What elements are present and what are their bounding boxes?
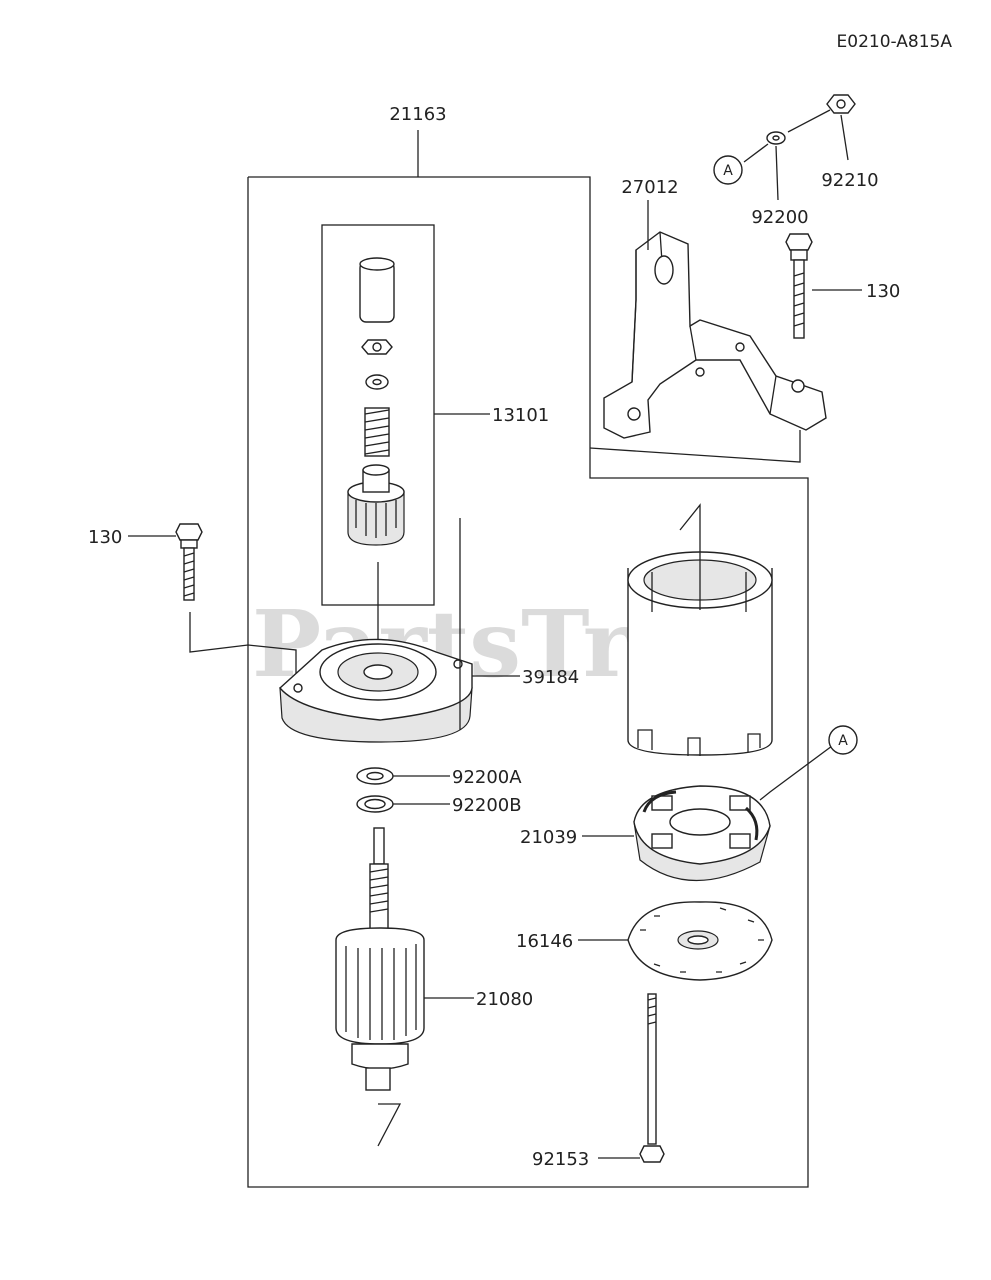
pinion-nut [361, 339, 393, 355]
callout-a-bottom-letter: A [838, 733, 848, 749]
mounting-bracket-27012 [589, 200, 827, 463]
pinion-washer [365, 374, 389, 390]
assembly-outline-21163 [247, 130, 809, 1188]
pinion-spring [364, 407, 390, 457]
label-92153: 92153 [532, 1149, 589, 1170]
nut-92210 [826, 94, 856, 161]
callout-a-top-letter: A [723, 163, 733, 179]
yoke-housing [459, 503, 773, 756]
label-92200B: 92200B [452, 795, 522, 816]
label-39184: 39184 [522, 667, 579, 688]
callout-a-bottom: A [828, 725, 858, 755]
label-21039: 21039 [520, 827, 577, 848]
washer-92200B [356, 795, 450, 813]
through-bolt-92153 [598, 993, 665, 1163]
pinion-gear [347, 464, 405, 546]
label-16146: 16146 [516, 931, 573, 952]
pinion-cap [359, 257, 395, 323]
label-92200A: 92200A [452, 767, 522, 788]
label-13101: 13101 [492, 405, 549, 426]
washer-92200 [743, 109, 831, 201]
label-130-right: 130 [866, 281, 900, 302]
label-21163: 21163 [389, 104, 446, 125]
brush-holder-21039 [582, 745, 833, 882]
subassembly-box-13101 [321, 224, 490, 606]
label-92200: 92200 [751, 207, 808, 228]
bolt-130-left [128, 523, 297, 690]
label-27012: 27012 [621, 177, 678, 198]
washer-92200A [356, 767, 450, 785]
label-130-left: 130 [88, 527, 122, 548]
front-bracket-39184 [279, 638, 520, 743]
diagram-code: E0210-A815A [837, 32, 953, 52]
bolt-130-right [785, 233, 862, 339]
label-92210: 92210 [821, 170, 878, 191]
callout-a-top: A [713, 155, 743, 185]
label-21080: 21080 [476, 989, 533, 1010]
end-plate-16146 [578, 901, 773, 981]
armature-21080 [335, 827, 474, 1147]
